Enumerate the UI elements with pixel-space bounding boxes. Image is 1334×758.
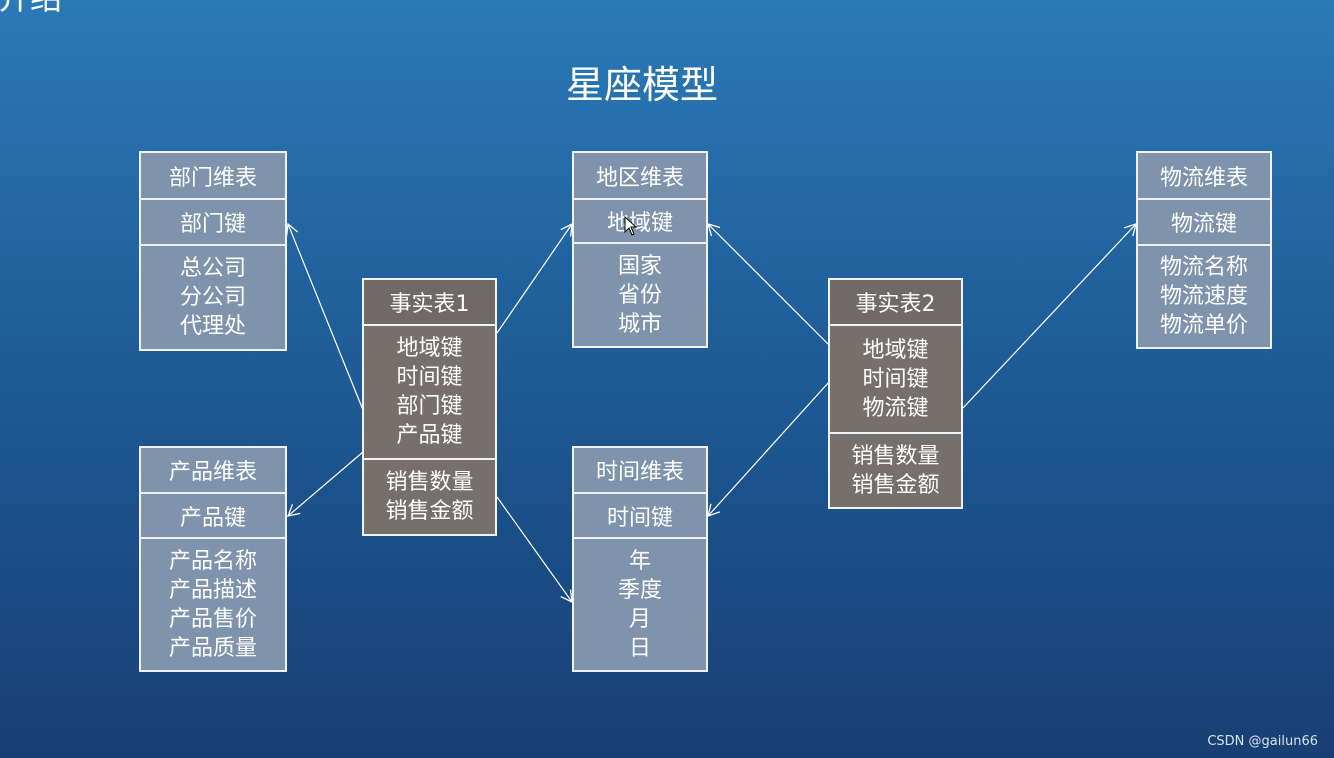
fact2-table-keys: 地域键 时间键 物流键	[830, 326, 961, 434]
arrow-fact1-to-time	[496, 496, 573, 604]
time-table-header: 时间维表	[574, 448, 706, 494]
time-attr: 日	[628, 635, 651, 661]
product-dimension-table: 产品维表 产品键 产品名称 产品描述 产品售价 产品质量	[139, 446, 287, 672]
product-table-header: 产品维表	[141, 448, 285, 494]
region-table-attrs: 国家 省份 城市	[574, 244, 706, 346]
fact2-key: 时间键	[862, 366, 929, 392]
time-attr: 季度	[617, 577, 662, 603]
logistics-attr: 物流速度	[1159, 284, 1248, 309]
product-table-key: 产品键	[141, 494, 285, 539]
slide-title: 星座模型	[0, 60, 1284, 110]
fact-table-1: 事实表1 地域键 时间键 部门键 产品键 销售数量 销售金额	[362, 278, 497, 536]
section-title: 介绍	[0, 0, 62, 18]
fact2-key: 物流键	[862, 395, 929, 421]
fact1-measure: 销售数量	[385, 470, 474, 495]
fact2-key: 地域键	[862, 337, 929, 363]
fact1-key: 产品键	[396, 423, 463, 448]
fact2-measure: 销售数量	[851, 443, 940, 469]
logistics-table-key: 物流键	[1138, 200, 1270, 246]
dept-table-key: 部门键	[141, 200, 285, 246]
fact-table-2: 事实表2 地域键 时间键 物流键 销售数量 销售金额	[828, 278, 963, 509]
fact1-table-measures: 销售数量 销售金额	[364, 460, 495, 534]
arrow-fact2-to-region	[707, 223, 830, 346]
logistics-table-header: 物流维表	[1138, 153, 1270, 200]
mouse-cursor-icon	[624, 216, 638, 236]
dept-attr: 代理处	[179, 314, 246, 339]
fact2-measure: 销售金额	[851, 472, 940, 498]
time-dimension-table: 时间维表 时间键 年 季度 月 日	[572, 446, 708, 672]
time-table-key: 时间键	[574, 494, 706, 539]
slide-title-text: 星座模型	[565, 63, 718, 107]
logistics-dimension-table: 物流维表 物流键 物流名称 物流速度 物流单价	[1136, 151, 1272, 349]
arrow-fact2-to-time	[707, 381, 830, 518]
logistics-attr: 物流名称	[1159, 255, 1248, 280]
region-attr: 省份	[617, 282, 662, 308]
fact2-table-header: 事实表2	[830, 280, 961, 326]
dept-table-attrs: 总公司 分公司 代理处	[141, 246, 285, 349]
product-attr: 产品质量	[168, 635, 257, 661]
time-attr: 月	[628, 606, 651, 632]
dept-table-header: 部门维表	[141, 153, 285, 200]
fact1-measure: 销售金额	[385, 499, 474, 524]
logistics-attr: 物流单价	[1159, 313, 1248, 338]
dept-attr: 总公司	[179, 256, 246, 281]
region-table-key: 地域键	[574, 200, 706, 244]
time-table-attrs: 年 季度 月 日	[574, 539, 706, 670]
watermark: CSDN @gailun66	[1207, 734, 1318, 749]
fact1-table-keys: 地域键 时间键 部门键 产品键	[364, 326, 495, 460]
region-table-header: 地区维表	[574, 153, 706, 200]
region-dimension-table: 地区维表 地域键 国家 省份 城市	[572, 151, 708, 348]
dept-attr: 分公司	[179, 285, 246, 310]
time-attr: 年	[628, 548, 651, 574]
arrow-fact1-to-dept	[285, 222, 364, 411]
product-attr: 产品名称	[168, 548, 257, 574]
product-attr: 产品售价	[168, 606, 257, 632]
arrow-fact2-to-logistics	[962, 223, 1137, 409]
fact2-table-measures: 销售数量 销售金额	[830, 434, 961, 507]
fact1-key: 时间键	[396, 365, 463, 390]
arrow-fact1-to-product	[286, 451, 364, 517]
fact1-table-header: 事实表1	[364, 280, 495, 326]
region-attr: 国家	[617, 253, 662, 279]
arrow-fact1-to-region	[496, 222, 573, 334]
product-attr: 产品描述	[168, 577, 257, 603]
dept-dimension-table: 部门维表 部门键 总公司 分公司 代理处	[139, 151, 287, 351]
logistics-table-attrs: 物流名称 物流速度 物流单价	[1138, 246, 1270, 347]
fact1-key: 地域键	[396, 336, 463, 361]
region-attr: 城市	[617, 311, 662, 337]
product-table-attrs: 产品名称 产品描述 产品售价 产品质量	[141, 539, 285, 670]
fact1-key: 部门键	[396, 394, 463, 419]
